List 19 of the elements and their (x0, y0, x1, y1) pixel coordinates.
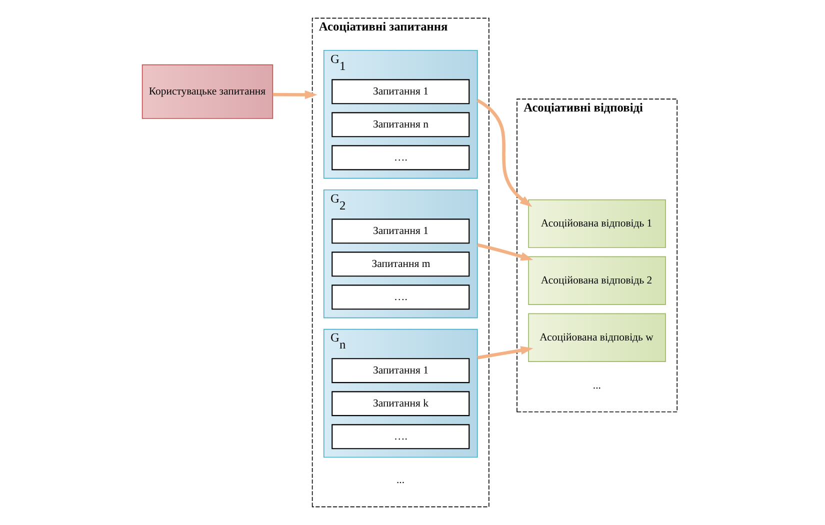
node-box: Користувацьке запитання (141, 64, 273, 119)
node-box: …. (331, 145, 470, 170)
node-box: …. (331, 424, 470, 450)
arrow (476, 346, 533, 360)
arrow (476, 98, 532, 207)
node-box: Запитання m (331, 252, 470, 277)
node-box: …. (331, 284, 470, 310)
node-box: Запитання k (331, 391, 470, 416)
label: ... (396, 474, 404, 486)
node-box: Асоційована відповідь w (528, 313, 666, 362)
node-box: Асоційована відповідь 1 (528, 199, 666, 248)
node-box: Запитання 1 (331, 358, 470, 384)
node-box: Асоційована відповідь 2 (528, 256, 666, 305)
node-box: Запитання n (331, 112, 470, 138)
node-box: Запитання 1 (331, 218, 470, 244)
arrow (476, 243, 533, 261)
node-box: Запитання 1 (331, 79, 470, 104)
arrow (272, 90, 317, 100)
label: ... (592, 379, 600, 392)
